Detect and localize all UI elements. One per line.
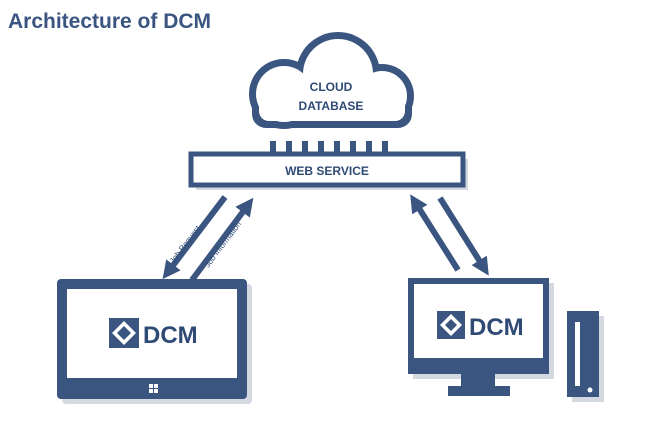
cloud-label-line2: DATABASE [299, 99, 364, 113]
right-down-arrow [437, 196, 489, 276]
diagram-title: Architecture of DCM [8, 10, 211, 33]
job-information-arrow [189, 197, 254, 282]
cloud-database: CLOUD DATABASE [249, 32, 414, 129]
tablet-device: DCM [57, 279, 252, 404]
desktop-brand: DCM [469, 314, 524, 341]
dcm-logo-icon [109, 318, 139, 348]
job-request-label: Job Request [168, 223, 203, 265]
monitor-stand [461, 374, 495, 386]
left-arrows: Job Request Job Information [162, 195, 254, 282]
tablet-brand: DCM [143, 322, 198, 349]
right-arrows [410, 194, 489, 276]
right-up-arrow [410, 194, 461, 272]
job-information-label: Job Information [203, 220, 243, 269]
cloud-connectors [270, 141, 388, 153]
windows-logo-icon [149, 384, 158, 393]
web-service: WEB SERVICE [188, 151, 468, 190]
pc-tower-icon [567, 311, 604, 402]
job-request-arrow [162, 195, 228, 280]
cloud-label-line1: CLOUD [310, 80, 353, 94]
monitor-base [448, 386, 510, 396]
web-service-label: WEB SERVICE [285, 164, 369, 178]
desktop-monitor: DCM [408, 278, 554, 396]
dcm-logo-icon [437, 311, 465, 339]
